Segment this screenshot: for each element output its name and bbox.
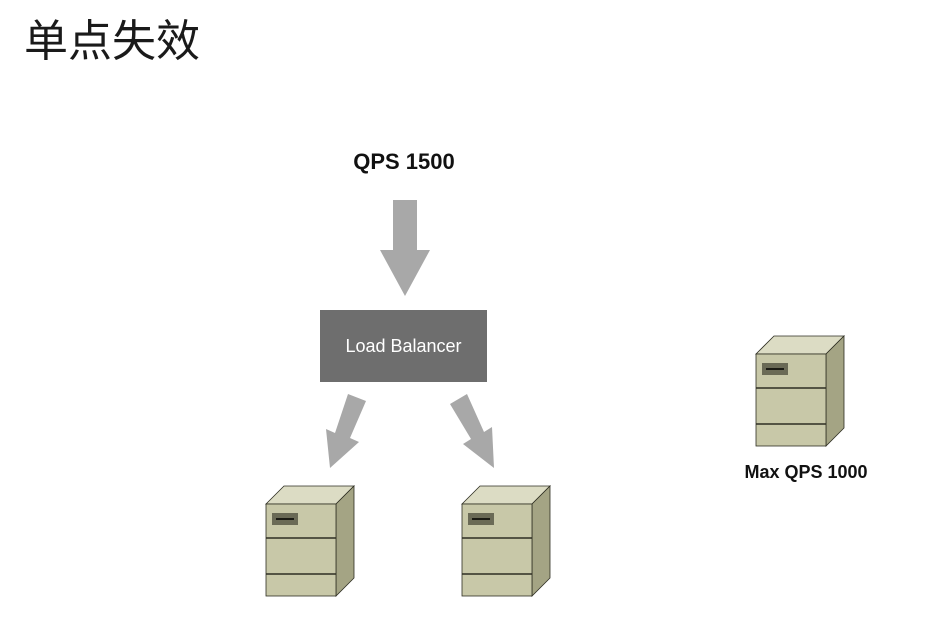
right-down-arrow-icon: [450, 394, 494, 468]
incoming-arrow-icon: [380, 200, 430, 296]
load-balancer-label: Load Balancer: [345, 335, 462, 356]
server-spare-icon: [755, 335, 845, 447]
spare-server-capacity-label: Max QPS 1000: [744, 462, 868, 482]
left-down-arrow-icon: [326, 394, 366, 468]
load-balancer-box: Load Balancer: [320, 310, 487, 382]
server-right-icon: [461, 485, 551, 597]
slide-title: 单点失效: [24, 16, 200, 67]
incoming-qps-label: QPS 1500: [353, 149, 455, 174]
server-left-icon: [265, 485, 355, 597]
